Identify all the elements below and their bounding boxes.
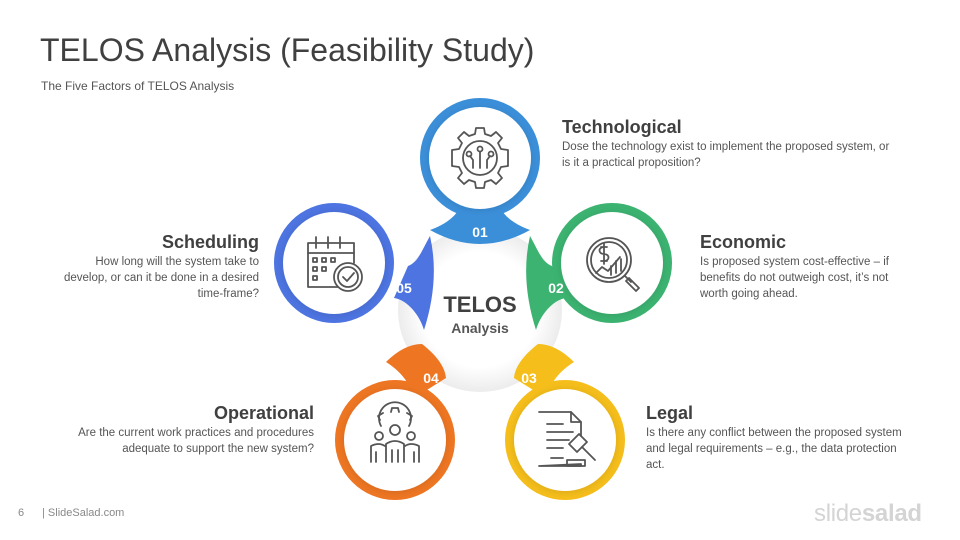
factor-number-02: 02 bbox=[548, 280, 564, 296]
team-gear-icon bbox=[370, 401, 420, 463]
factor-desc-technological: Dose the technology exist to implement t… bbox=[562, 141, 890, 169]
dollar-magnifier-icon bbox=[586, 237, 640, 292]
factor-title-legal: Legal bbox=[646, 403, 694, 423]
slide-subtitle: The Five Factors of TELOS Analysis bbox=[41, 79, 235, 93]
factor-desc-operational: Are the current work practices and proce… bbox=[78, 427, 314, 455]
petal-01[interactable] bbox=[420, 98, 540, 244]
factor-number-05: 05 bbox=[396, 280, 412, 296]
center-subtitle: Analysis bbox=[451, 320, 509, 336]
factor-title-operational: Operational bbox=[213, 403, 314, 423]
factor-title-scheduling: Scheduling bbox=[161, 232, 259, 252]
footer-brand: | SlideSalad.com bbox=[42, 507, 125, 519]
gear-circuit-icon bbox=[451, 127, 509, 189]
page-number: 6 bbox=[18, 507, 25, 519]
factor-title-economic: Economic bbox=[700, 232, 787, 252]
factor-technological: Technological Dose the technology exist … bbox=[562, 116, 892, 171]
logo-bold: salad bbox=[861, 500, 922, 527]
slidesalad-logo: slidesalad bbox=[814, 500, 922, 528]
factor-desc-scheduling: How long will the system take to develop… bbox=[64, 256, 259, 300]
factor-title-technological: Technological bbox=[562, 117, 682, 137]
slide-title: TELOS Analysis (Feasibility Study) bbox=[40, 32, 535, 68]
factor-legal: Legal Is there any conflict between the … bbox=[646, 402, 906, 473]
calendar-clock-icon bbox=[307, 236, 363, 292]
factor-number-04: 04 bbox=[423, 370, 439, 386]
logo-light: slide bbox=[814, 500, 862, 527]
factor-economic: Economic Is proposed system cost-effecti… bbox=[700, 231, 915, 302]
petal-05[interactable] bbox=[274, 203, 434, 330]
factor-scheduling: Scheduling How long will the system take… bbox=[60, 231, 259, 302]
factor-desc-legal: Is there any conflict between the propos… bbox=[646, 427, 902, 471]
petal-03[interactable] bbox=[505, 344, 625, 500]
factor-operational: Operational Are the current work practic… bbox=[60, 402, 314, 457]
factor-number-03: 03 bbox=[521, 370, 537, 386]
petal-04[interactable] bbox=[335, 344, 455, 500]
center-disc bbox=[398, 228, 562, 392]
document-gavel-icon bbox=[538, 411, 596, 467]
factor-number-01: 01 bbox=[472, 224, 488, 240]
center-title: TELOS bbox=[443, 292, 516, 317]
factor-desc-economic: Is proposed system cost-effective – if b… bbox=[700, 256, 889, 300]
